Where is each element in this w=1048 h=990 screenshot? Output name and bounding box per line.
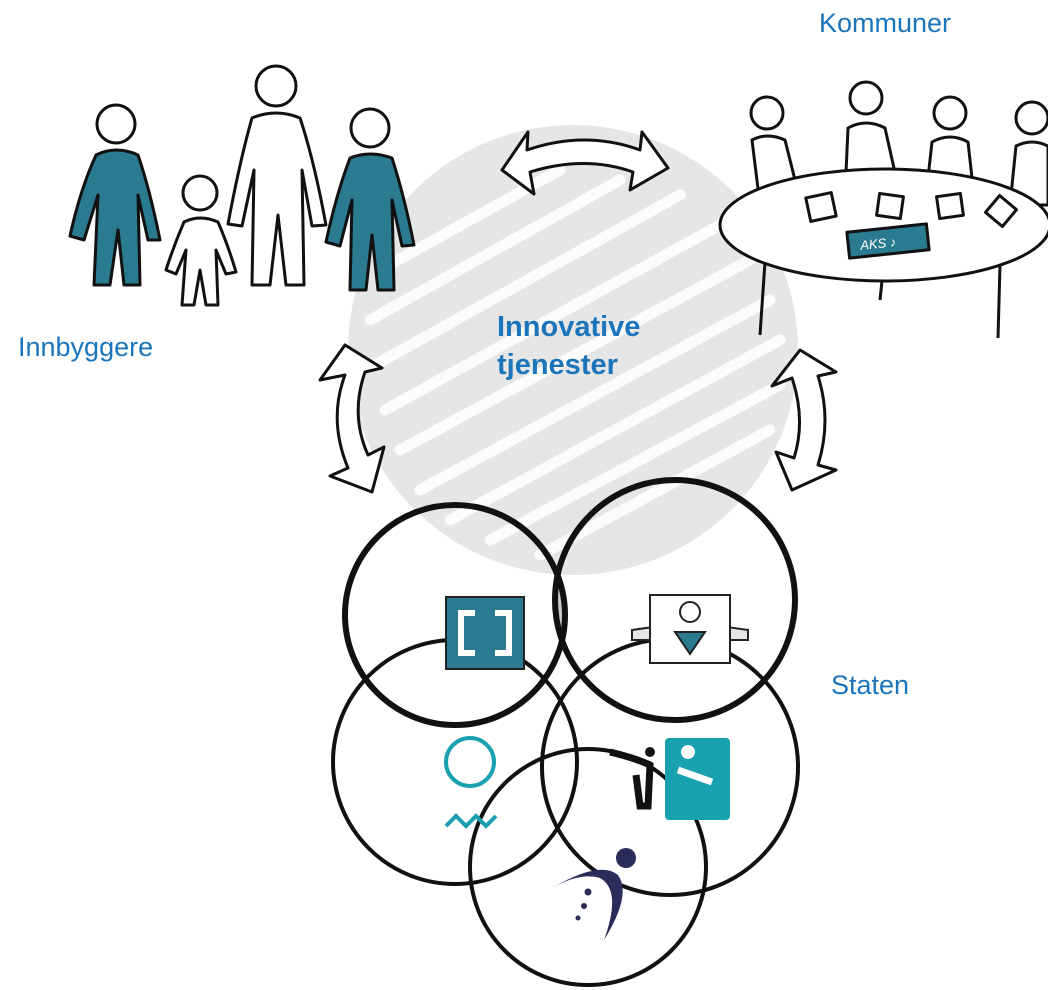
meeting-table-icon [718,80,1048,339]
people-icon [68,64,416,307]
staten-venn [331,477,800,987]
double-arrow-icon-right [770,348,838,492]
center-title-line-2: tjenester [497,349,618,381]
kommuner-label: Kommuner [819,8,952,38]
agency-logo-icon-1 [445,596,525,670]
innbyggere-label: Innbyggere [18,332,154,362]
agency-logo-icon-5 [552,848,636,940]
venn-circle-1 [342,502,568,728]
agency-logo-icon-3 [444,736,498,829]
table-sign-text: AKS ♪ [859,234,897,253]
venn-circle-5 [468,747,708,987]
double-arrow-icon-left [318,343,386,494]
center-title-line-1: Innovative [497,311,641,343]
agency-logo-icon-4 [609,738,730,820]
center-title: Innovative tjenester [497,308,640,384]
staten-label: Staten [831,670,910,700]
agency-logo-icon-2 [631,594,749,664]
double-arrow-icon-top [500,130,670,196]
venn-circle-2 [552,477,798,723]
center-circle [348,125,798,575]
